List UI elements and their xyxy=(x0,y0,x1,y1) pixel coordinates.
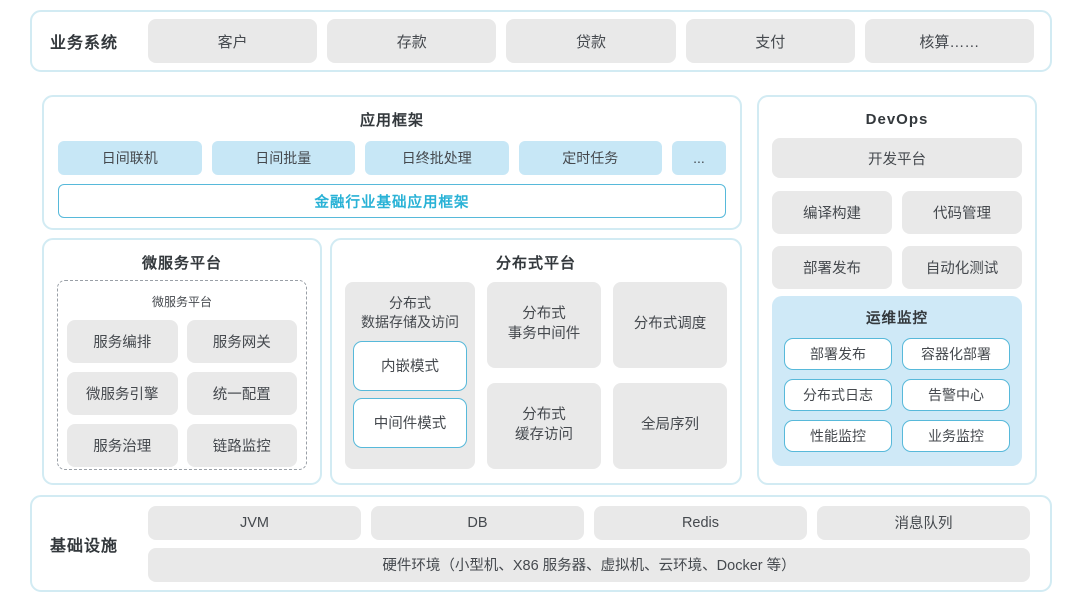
distributed-transaction-box: 分布式 事务中间件 xyxy=(487,282,601,368)
global-sequence-box: 全局序列 xyxy=(613,383,727,469)
distributed-storage-box: 分布式 数据存储及访问 内嵌模式 中间件模式 xyxy=(345,282,475,469)
service-gateway: 服务网关 xyxy=(186,320,297,363)
cache-line1: 分布式 xyxy=(522,407,566,424)
app-framework-modules: 日间联机 日间批量 日终批处理 定时任务 ... xyxy=(58,141,726,175)
ops-distributed-logs: 分布式日志 xyxy=(784,379,892,411)
module-scheduled-tasks: 定时任务 xyxy=(518,141,662,175)
devops-title: DevOps xyxy=(865,111,929,128)
infrastructure-boxes: JVM DB Redis 消息队列 硬件环境（小型机、X86 服务器、虚拟机、云… xyxy=(148,505,1030,582)
microservice-engine: 微服务引擎 xyxy=(67,372,178,415)
module-eod-batch: 日终批处理 xyxy=(365,141,509,175)
business-systems-panel: 业务系统 客户 存款 贷款 支付 核算…… xyxy=(30,10,1052,72)
service-governance: 服务治理 xyxy=(67,424,178,467)
embedded-mode-box: 内嵌模式 xyxy=(353,340,467,391)
module-daytime-online: 日间联机 xyxy=(58,141,202,175)
storage-label-line2: 数据存储及访问 xyxy=(361,313,459,330)
microservice-inner-box: 微服务平台 服务编排 服务网关 微服务引擎 统一配置 服务治理 链路监控 xyxy=(57,280,307,470)
module-daytime-batch: 日间批量 xyxy=(211,141,355,175)
tool-automated-testing: 自动化测试 xyxy=(902,246,1022,289)
ops-monitoring-panel: 运维监控 部署发布 容器化部署 分布式日志 告警中心 性能监控 业务监控 xyxy=(772,296,1022,466)
distributed-cache-box: 分布式 缓存访问 xyxy=(487,383,601,469)
infrastructure-panel: 基础设施 JVM DB Redis 消息队列 硬件环境（小型机、X86 服务器、… xyxy=(30,495,1052,592)
service-orchestration: 服务编排 xyxy=(67,320,178,363)
ops-monitoring-grid: 部署发布 容器化部署 分布式日志 告警中心 性能监控 业务监控 xyxy=(784,338,1010,452)
business-systems-boxes: 客户 存款 贷款 支付 核算…… xyxy=(148,19,1035,63)
transaction-line1: 分布式 xyxy=(522,306,566,323)
business-system-loan: 贷款 xyxy=(506,19,676,63)
cache-line2: 缓存访问 xyxy=(515,427,573,443)
distributed-panel: 分布式平台 分布式 数据存储及访问 内嵌模式 中间件模式 分布式 事务中间件 分… xyxy=(330,238,742,485)
module-ellipsis: ... xyxy=(672,141,726,175)
infra-message-queue: 消息队列 xyxy=(817,505,1030,540)
microservice-title: 微服务平台 xyxy=(141,255,222,272)
distributed-col-3: 分布式调度 全局序列 xyxy=(613,282,727,469)
distributed-col-2: 分布式 事务中间件 分布式 缓存访问 xyxy=(487,282,601,469)
storage-label-line1: 分布式 xyxy=(389,295,431,311)
devops-tools-row-2: 部署发布 自动化测试 xyxy=(772,246,1022,289)
trace-monitoring: 链路监控 xyxy=(186,424,297,467)
middleware-mode-box: 中间件模式 xyxy=(353,397,467,448)
microservice-grid: 服务编排 服务网关 微服务引擎 统一配置 服务治理 链路监控 xyxy=(67,320,297,467)
infrastructure-label: 基础设施 xyxy=(50,537,119,555)
infrastructure-row: JVM DB Redis 消息队列 xyxy=(148,505,1030,540)
business-system-payment: 支付 xyxy=(685,19,855,63)
infra-db: DB xyxy=(371,505,584,540)
infra-jvm: JVM xyxy=(148,505,361,540)
business-systems-label: 业务系统 xyxy=(50,35,119,52)
distributed-scheduling-box: 分布式调度 xyxy=(613,282,727,368)
tool-code-management: 代码管理 xyxy=(902,191,1022,234)
ops-performance-monitoring: 性能监控 xyxy=(784,420,892,452)
microservice-panel: 微服务平台 微服务平台 服务编排 服务网关 微服务引擎 统一配置 服务治理 链路… xyxy=(42,238,322,485)
tool-compile-build: 编译构建 xyxy=(772,191,892,234)
dev-platform-box: 开发平台 xyxy=(772,138,1022,178)
business-system-deposit: 存款 xyxy=(327,19,497,63)
microservice-inner-title: 微服务平台 xyxy=(151,295,212,309)
ops-business-monitoring: 业务监控 xyxy=(902,420,1010,452)
unified-config: 统一配置 xyxy=(186,372,297,415)
distributed-body: 分布式 数据存储及访问 内嵌模式 中间件模式 分布式 事务中间件 分布式 缓存访… xyxy=(345,282,727,469)
ops-deploy-release: 部署发布 xyxy=(784,338,892,370)
distributed-title: 分布式平台 xyxy=(495,255,576,272)
business-system-accounting: 核算…… xyxy=(864,19,1035,63)
ops-containerized-deploy: 容器化部署 xyxy=(902,338,1010,370)
transaction-line2: 事务中间件 xyxy=(507,326,581,342)
app-framework-panel: 应用框架 日间联机 日间批量 日终批处理 定时任务 ... 金融行业基础应用框架 xyxy=(42,95,742,230)
ops-alert-center: 告警中心 xyxy=(902,379,1010,411)
distributed-storage-label: 分布式 数据存储及访问 xyxy=(353,294,467,332)
business-system-customer: 客户 xyxy=(148,19,318,63)
hardware-environment-box: 硬件环境（小型机、X86 服务器、虚拟机、云环境、Docker 等） xyxy=(148,547,1030,582)
devops-tools-row-1: 编译构建 代码管理 xyxy=(772,191,1022,234)
infra-redis: Redis xyxy=(594,505,807,540)
base-framework-box: 金融行业基础应用框架 xyxy=(58,184,726,218)
devops-panel: DevOps 开发平台 编译构建 代码管理 部署发布 自动化测试 运维监控 部署… xyxy=(757,95,1037,485)
app-framework-title: 应用框架 xyxy=(359,112,424,129)
tool-deploy-release: 部署发布 xyxy=(772,246,892,289)
ops-monitoring-title: 运维监控 xyxy=(866,311,928,327)
